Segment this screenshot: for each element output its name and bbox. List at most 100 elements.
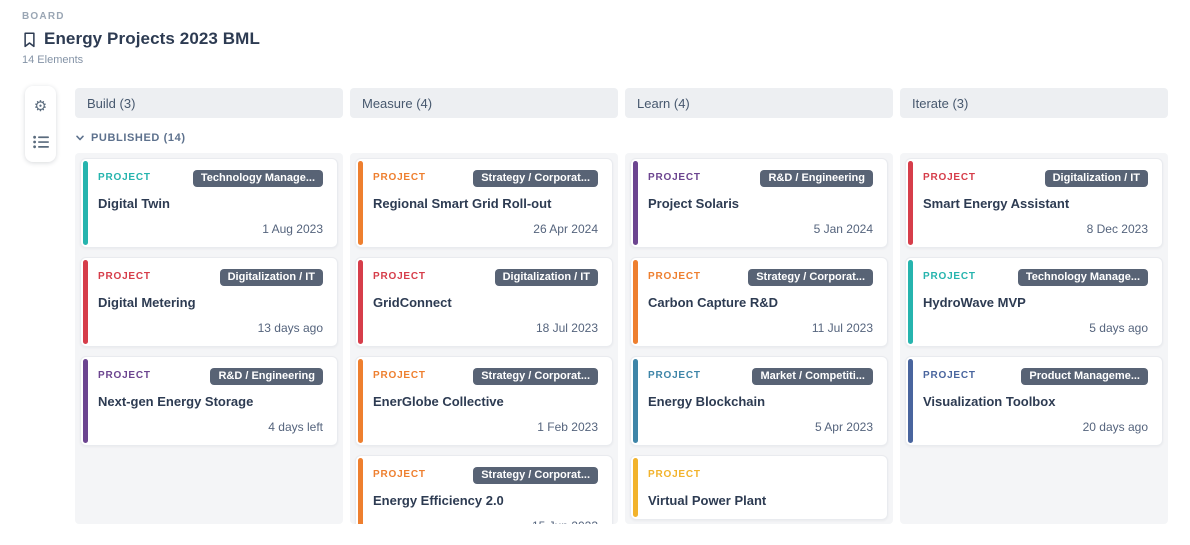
category-badge: R&D / Engineering <box>210 368 323 385</box>
category-badge: Market / Competiti... <box>752 368 873 385</box>
card-type-label: PROJECT <box>648 172 701 183</box>
card-title: EnerGlobe Collective <box>373 394 504 409</box>
chevron-down-icon <box>76 135 84 140</box>
board-header: BOARD Energy Projects 2023 BML 14 Elemen… <box>22 11 260 66</box>
card-date: 8 Dec 2023 <box>1086 222 1148 236</box>
list-view-button[interactable] <box>30 131 52 153</box>
board-kicker: BOARD <box>22 11 65 22</box>
project-card[interactable]: PROJECT Digitalization / IT Smart Energy… <box>905 158 1163 248</box>
published-section-label: PUBLISHED (14) <box>91 131 186 144</box>
column-measure: PROJECT Strategy / Corporat... Regional … <box>350 153 618 524</box>
bookmark-icon <box>24 32 35 47</box>
card-date: 13 days ago <box>257 321 323 335</box>
project-card[interactable]: PROJECT Technology Manage... HydroWave M… <box>905 257 1163 347</box>
board-settings-button[interactable]: ⚙ <box>30 95 52 117</box>
card-title: Virtual Power Plant <box>648 493 767 508</box>
side-toolbar: ⚙ <box>25 86 56 162</box>
column-header-learn[interactable]: Learn (4) <box>625 88 893 118</box>
card-type-label: PROJECT <box>373 469 426 480</box>
project-card[interactable]: PROJECT Digitalization / IT Digital Mete… <box>80 257 338 347</box>
card-type-label: PROJECT <box>98 271 151 282</box>
card-accent-bar <box>633 359 638 443</box>
card-type-label: PROJECT <box>373 370 426 381</box>
category-badge: Strategy / Corporat... <box>473 170 598 187</box>
card-title: Digital Metering <box>98 295 196 310</box>
card-type-label: PROJECT <box>98 172 151 183</box>
card-accent-bar <box>633 260 638 344</box>
card-title: Visualization Toolbox <box>923 394 1056 409</box>
card-date: 5 Jan 2024 <box>813 222 873 236</box>
card-title: Smart Energy Assistant <box>923 196 1070 211</box>
category-badge: Technology Manage... <box>1017 269 1148 286</box>
category-badge: Technology Manage... <box>192 170 323 187</box>
card-title: HydroWave MVP <box>923 295 1026 310</box>
card-date: 5 days ago <box>1089 321 1148 335</box>
column-learn: PROJECT R&D / Engineering Project Solari… <box>625 153 893 524</box>
card-type-label: PROJECT <box>923 172 976 183</box>
column-header-row: Build (3) Measure (4) Learn (4) Iterate … <box>75 88 1168 118</box>
gear-icon: ⚙ <box>33 97 48 115</box>
card-accent-bar <box>908 359 913 443</box>
card-type-label: PROJECT <box>923 271 976 282</box>
column-header-measure[interactable]: Measure (4) <box>350 88 618 118</box>
category-badge: Strategy / Corporat... <box>473 368 598 385</box>
card-title: Project Solaris <box>648 196 740 211</box>
kanban-board: Build (3) Measure (4) Learn (4) Iterate … <box>75 88 1168 524</box>
card-title: Carbon Capture R&D <box>648 295 779 310</box>
category-badge: Digitalization / IT <box>219 269 323 286</box>
project-card[interactable]: PROJECT Virtual Power Plant <box>630 455 888 520</box>
card-accent-bar <box>83 260 88 344</box>
card-date: 20 days ago <box>1082 420 1148 434</box>
category-badge: Digitalization / IT <box>1044 170 1148 187</box>
card-title: Energy Blockchain <box>648 394 766 409</box>
card-accent-bar <box>908 260 913 344</box>
card-date: 1 Aug 2023 <box>262 222 323 236</box>
card-type-label: PROJECT <box>923 370 976 381</box>
project-card[interactable]: PROJECT Strategy / Corporat... EnerGlobe… <box>355 356 613 446</box>
column-build: PROJECT Technology Manage... Digital Twi… <box>75 153 343 524</box>
card-accent-bar <box>633 161 638 245</box>
category-badge: Product Manageme... <box>1021 368 1148 385</box>
page-title: Energy Projects 2023 BML <box>44 29 260 48</box>
element-count: 14 Elements <box>22 54 84 66</box>
card-type-label: PROJECT <box>648 370 701 381</box>
card-accent-bar <box>358 359 363 443</box>
project-card[interactable]: PROJECT Market / Competiti... Energy Blo… <box>630 356 888 446</box>
card-type-label: PROJECT <box>98 370 151 381</box>
card-type-label: PROJECT <box>373 271 426 282</box>
project-card[interactable]: PROJECT Strategy / Corporat... Energy Ef… <box>355 455 613 524</box>
category-badge: R&D / Engineering <box>760 170 873 187</box>
project-card[interactable]: PROJECT Strategy / Corporat... Carbon Ca… <box>630 257 888 347</box>
card-accent-bar <box>908 161 913 245</box>
card-date: 18 Jul 2023 <box>535 321 598 335</box>
card-title: Next-gen Energy Storage <box>98 394 254 409</box>
category-badge: Digitalization / IT <box>494 269 598 286</box>
category-badge: Strategy / Corporat... <box>748 269 873 286</box>
card-accent-bar <box>358 161 363 245</box>
project-card[interactable]: PROJECT Strategy / Corporat... Regional … <box>355 158 613 248</box>
card-accent-bar <box>83 161 88 245</box>
project-card[interactable]: PROJECT Digitalization / IT GridConnect … <box>355 257 613 347</box>
card-date: 26 Apr 2024 <box>533 222 598 236</box>
card-date: 11 Jul 2023 <box>811 321 873 335</box>
column-header-iterate[interactable]: Iterate (3) <box>900 88 1168 118</box>
card-title: Digital Twin <box>98 196 170 211</box>
project-card[interactable]: PROJECT Technology Manage... Digital Twi… <box>80 158 338 248</box>
published-section-toggle[interactable]: PUBLISHED (14) <box>75 129 275 146</box>
card-type-label: PROJECT <box>648 271 701 282</box>
card-accent-bar <box>83 359 88 443</box>
column-header-build[interactable]: Build (3) <box>75 88 343 118</box>
card-date: 4 days left <box>268 420 323 434</box>
columns-container: PROJECT Technology Manage... Digital Twi… <box>75 153 1168 524</box>
list-icon <box>32 135 49 149</box>
project-card[interactable]: PROJECT Product Manageme... Visualizatio… <box>905 356 1163 446</box>
card-accent-bar <box>358 458 363 524</box>
card-date: 15 Jun 2023 <box>373 519 598 524</box>
card-accent-bar <box>633 458 638 517</box>
project-card[interactable]: PROJECT R&D / Engineering Project Solari… <box>630 158 888 248</box>
card-type-label: PROJECT <box>373 172 426 183</box>
card-date: 5 Apr 2023 <box>814 420 873 434</box>
card-title: Regional Smart Grid Roll-out <box>373 196 552 211</box>
project-card[interactable]: PROJECT R&D / Engineering Next-gen Energ… <box>80 356 338 446</box>
